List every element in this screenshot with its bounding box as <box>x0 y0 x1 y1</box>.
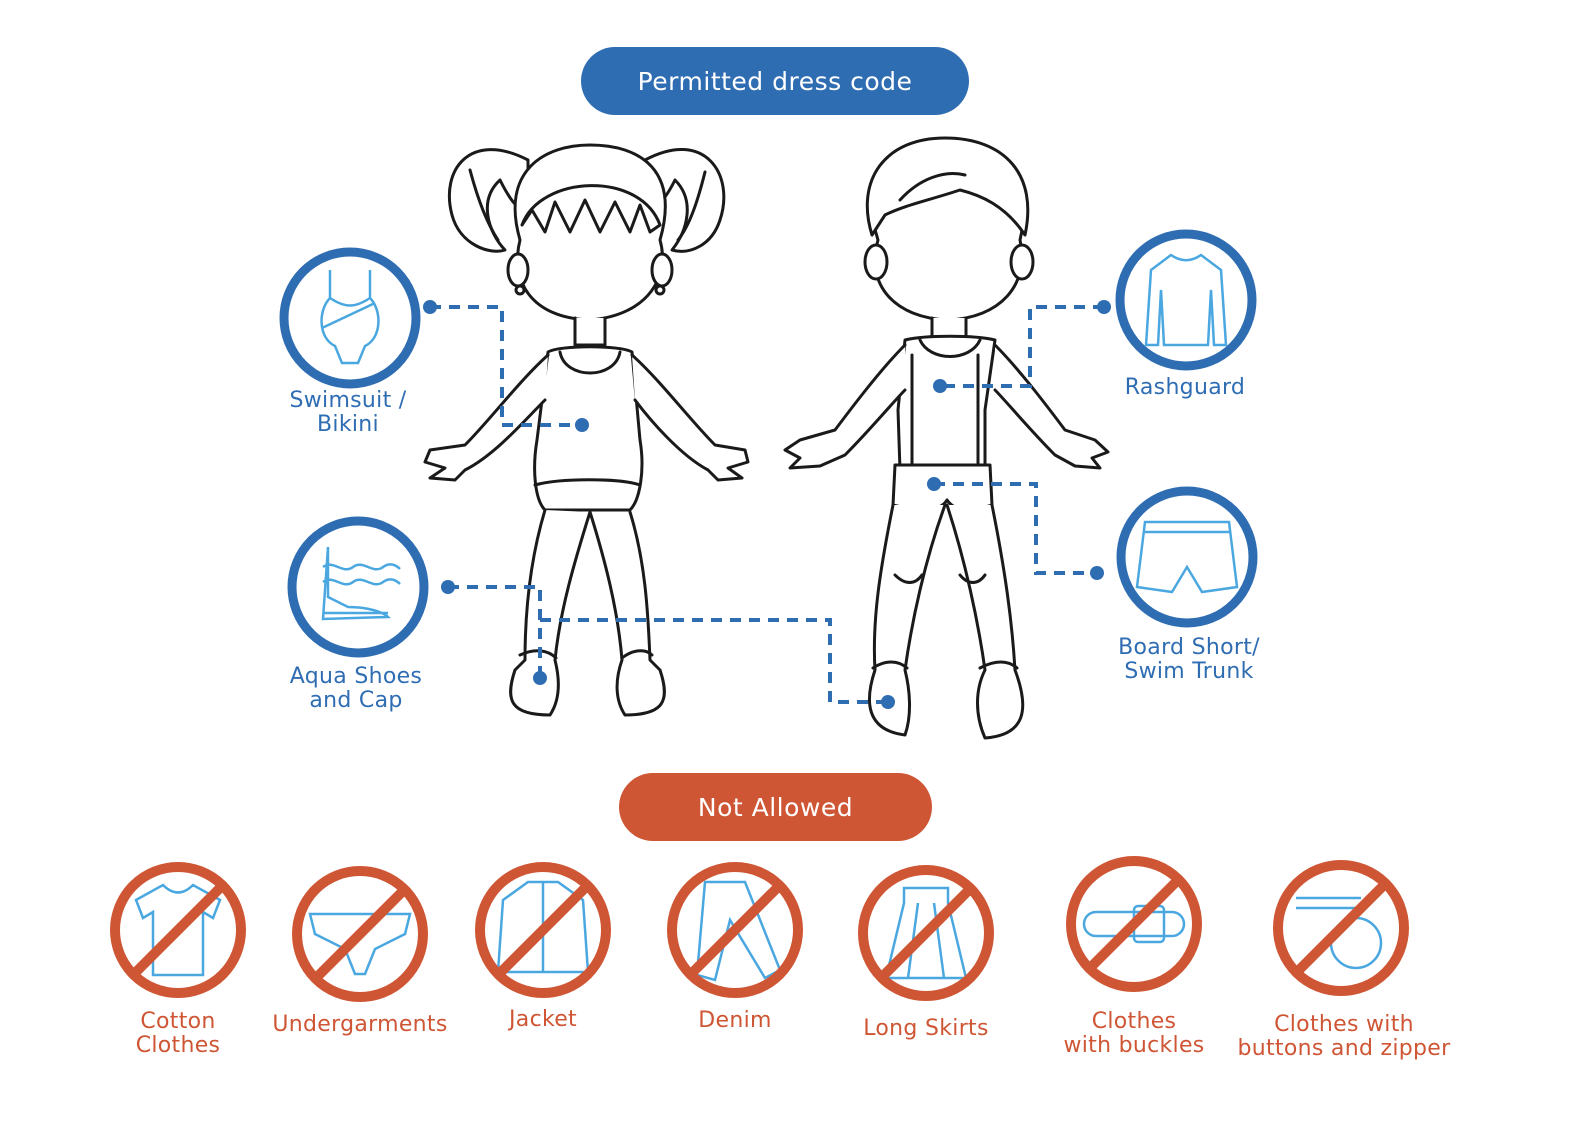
permitted-label: Permitted dress code <box>637 66 913 96</box>
tshirt-icon <box>110 862 246 998</box>
swimsuit-label: Swimsuit / Bikini <box>289 388 407 437</box>
belt-icon <box>1066 856 1202 992</box>
not-allowed-badge: Not Allowed <box>619 773 932 841</box>
cotton-clothes-label: Cotton Clothes <box>135 1009 221 1058</box>
skirt-icon <box>858 865 994 1001</box>
boy-figure <box>783 136 1110 740</box>
long-skirts-label: Long Skirts <box>863 1016 989 1041</box>
aqua-shoes-label: Aqua Shoes and Cap <box>289 664 423 713</box>
zipper-button-icon <box>1273 860 1409 996</box>
board-short-label: Board Short/ Swim Trunk <box>1118 635 1260 684</box>
swimsuit-icon <box>284 252 416 384</box>
jacket-label: Jacket <box>509 1007 577 1032</box>
undergarments-label: Undergarments <box>272 1012 448 1037</box>
jeans-icon <box>667 862 803 998</box>
board-short-icon <box>1121 491 1253 623</box>
girl-figure <box>423 143 750 717</box>
denim-label: Denim <box>698 1008 772 1033</box>
rashguard-label: Rashguard <box>1124 375 1246 400</box>
connector-dots <box>423 300 1111 709</box>
clothes-with-buttons-zipper-label: Clothes with buttons and zipper <box>1237 1012 1451 1061</box>
not-allowed-icons <box>110 856 1409 1002</box>
connector-lines <box>430 305 1104 704</box>
underwear-icon <box>292 866 428 1002</box>
rashguard-icon <box>1120 234 1252 366</box>
permitted-dress-code-badge: Permitted dress code <box>581 47 969 115</box>
aqua-shoes-icon <box>292 521 424 653</box>
not-allowed-label: Not Allowed <box>697 792 854 822</box>
clothes-with-buckles-label: Clothes with buckles <box>1063 1009 1205 1058</box>
jacket-icon <box>475 862 611 998</box>
